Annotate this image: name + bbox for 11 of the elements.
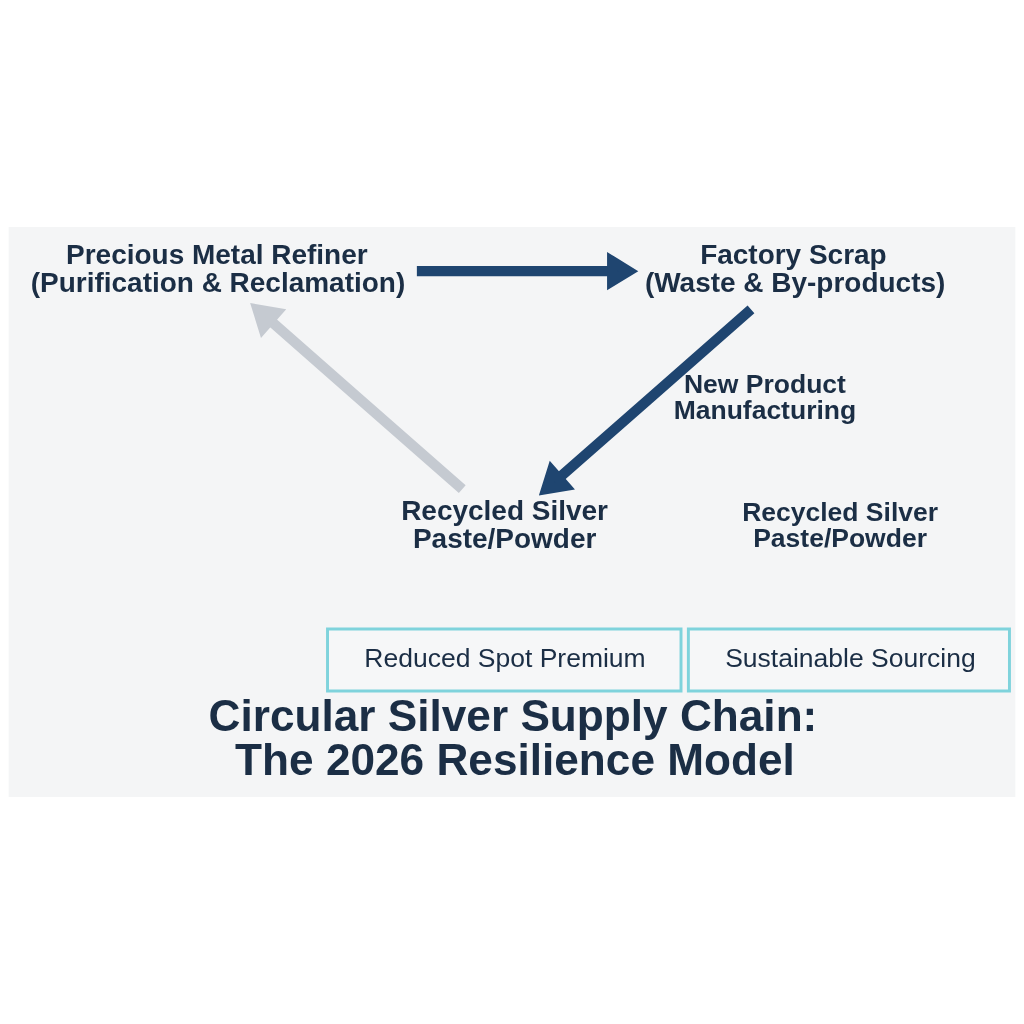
- node-text: Recycled Silver Paste/Powder: [401, 495, 608, 555]
- label: Recycled Silver Paste/Powder: [742, 496, 939, 554]
- diagram-title: Circular Silver Supply Chain: The 2026 Resilience Model: [208, 690, 818, 784]
- node-text: Factory Scrap (Waste & By-products): [644, 239, 946, 299]
- node-text: Precious Metal Refiner (Purification & Reclamation): [30, 239, 406, 299]
- arrow: [416, 252, 639, 291]
- edge-label: New Product Manufacturing: [673, 368, 857, 426]
- arrow: [250, 303, 466, 493]
- arrow: [538, 305, 755, 496]
- node-box: Sustainable Sourcing: [686, 627, 1011, 693]
- node-box: Reduced Spot Premium: [326, 627, 683, 693]
